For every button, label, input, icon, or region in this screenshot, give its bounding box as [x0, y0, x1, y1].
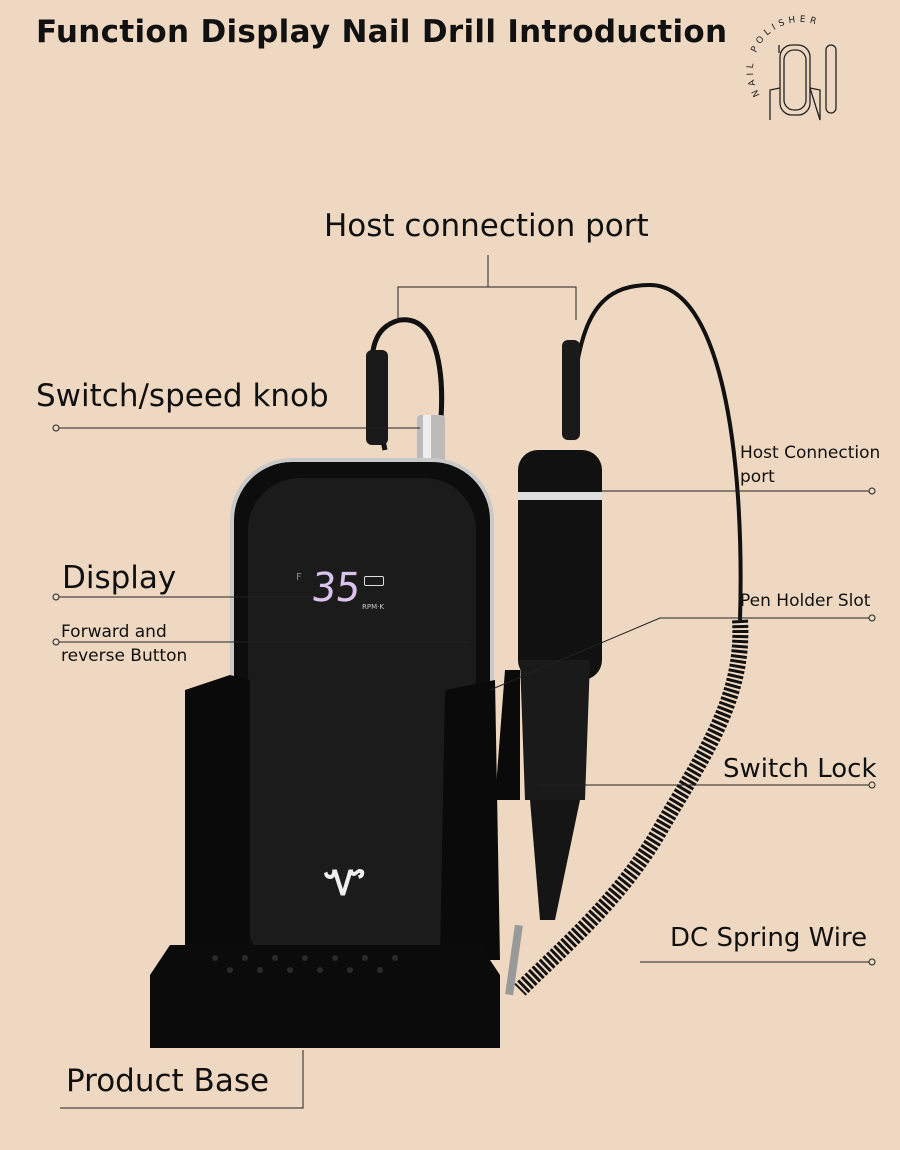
display-unit: RPM·K	[362, 603, 384, 611]
handpiece	[518, 450, 602, 680]
nail-drill-logo-icon	[769, 44, 837, 121]
battery-icon	[364, 576, 384, 586]
label-line: port	[740, 467, 775, 487]
label-line: Host Connection	[740, 443, 881, 463]
label-line: reverse Button	[61, 646, 188, 666]
label-line: Forward and	[61, 622, 167, 642]
label-host-connection-port: Host connection port	[324, 208, 649, 244]
label-switch-speed-knob: Switch/speed knob	[36, 378, 329, 414]
label-product-base: Product Base	[66, 1063, 270, 1099]
label-host-connection-port-right: Host Connection port	[740, 441, 880, 489]
label-switch-lock: Switch Lock	[723, 754, 877, 784]
label-pen-holder-slot: Pen Holder Slot	[740, 591, 871, 611]
label-forward-reverse-button: Forward and reverse Button	[61, 620, 187, 668]
display-speed-value: 35	[309, 565, 363, 611]
brand-mark-icon: Ꮙ	[324, 864, 366, 904]
page-title: Function Display Nail Drill Introduction	[36, 14, 728, 50]
display-mode: F	[296, 572, 302, 583]
product-base	[150, 945, 500, 1048]
label-dc-spring-wire: DC Spring Wire	[670, 923, 868, 953]
label-display: Display	[62, 560, 177, 596]
